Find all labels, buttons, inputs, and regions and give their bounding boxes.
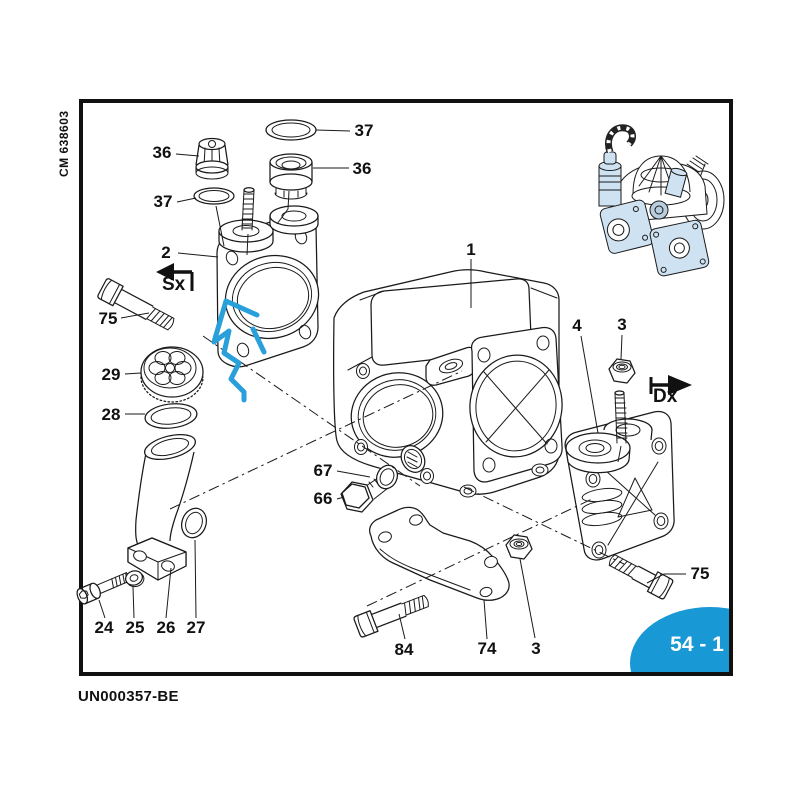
valve-plug-36-right-drawing [269, 153, 313, 225]
bolt-84-drawing [353, 594, 429, 638]
bolt-24-drawing [76, 572, 131, 605]
left-head-drawing [216, 205, 320, 368]
direction-label-dx: Dx [653, 386, 678, 407]
o-ring-27-drawing [180, 507, 208, 539]
crankcase-1-drawing [333, 269, 563, 498]
bolt-75-right-drawing [608, 554, 674, 600]
sx-arrow-icon [156, 263, 194, 291]
assembled-pump-thumbnail [598, 124, 725, 277]
filler-tube-26-drawing [127, 433, 196, 581]
right-head-4-drawing [564, 410, 675, 561]
o-ring-37-left-drawing [193, 187, 235, 247]
blue-annotation-mark [211, 298, 267, 403]
leader-lines [98, 129, 686, 640]
stud-left-drawing [241, 187, 255, 256]
nut-3-bottom-drawing [505, 534, 533, 560]
direction-label-sx: Sx [162, 274, 186, 295]
bracket-74-drawing [369, 506, 510, 601]
dx-arrow-icon [649, 375, 692, 395]
page-badge-clip: 54 - 1 [614, 601, 729, 672]
page-badge-text: 54 - 1 [670, 633, 724, 656]
o-ring-67-drawing [375, 464, 399, 490]
nut-3-top-drawing [608, 358, 636, 384]
stud-right-drawing [614, 390, 628, 463]
valve-plug-36-left-drawing [195, 137, 229, 180]
o-ring-37-right-drawing [265, 119, 317, 141]
filler-cap-29-drawing [140, 346, 204, 403]
bolt-75-left-drawing [97, 278, 175, 331]
o-ring-28-drawing [144, 403, 198, 429]
washer-25-drawing [125, 570, 145, 588]
document-number: UN000357-BE [78, 688, 179, 705]
